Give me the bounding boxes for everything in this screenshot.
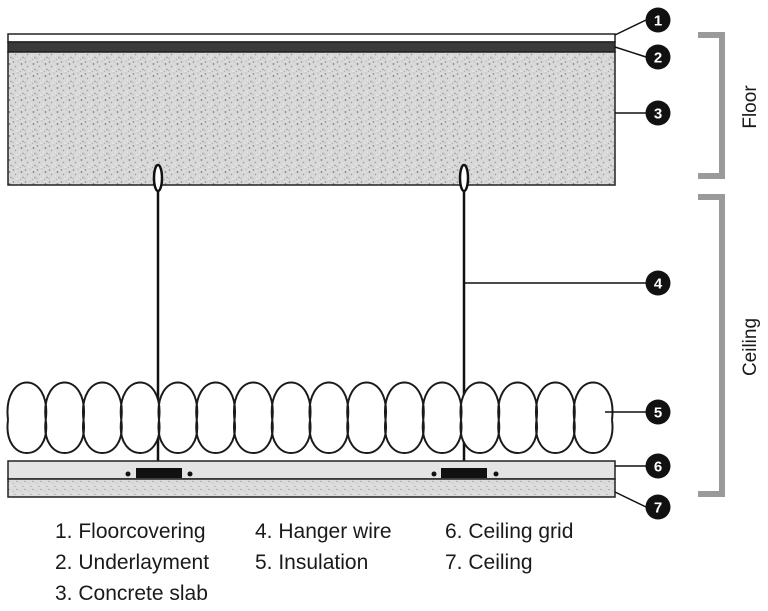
leader-lines [464,19,647,508]
legend: 1. Floorcovering 2. Underlayment 3. Conc… [55,520,573,605]
floorcovering-layer [7,33,616,43]
grid-clip-right [431,468,499,478]
legend-item: 4. Hanger wire [255,520,392,543]
svg-text:1: 1 [654,13,662,30]
callout-4: 4 [645,270,671,296]
concrete-slab-layer [7,51,616,186]
floor-bracket [698,32,725,179]
floor-bracket-label: Floor [740,85,761,129]
legend-item: 3. Concrete slab [55,582,208,605]
ceiling-layer [7,478,616,498]
ceiling-bracket [698,194,725,497]
callout-6: 6 [645,453,671,479]
callout-3: 3 [645,100,671,126]
underlayment-layer [7,41,616,53]
callout-5: 5 [645,399,671,425]
insulation-layer [6,381,614,454]
ceiling-bracket-label: Ceiling [740,318,761,376]
callout-2: 2 [645,44,671,70]
legend-item: 6. Ceiling grid [445,520,573,543]
callout-7: 7 [645,494,671,520]
svg-text:3: 3 [654,106,662,123]
legend-item: 1. Floorcovering [55,520,206,543]
insulation-loops [6,381,614,454]
svg-text:5: 5 [654,405,662,422]
legend-item: 5. Insulation [255,551,368,574]
callout-1: 1 [645,7,671,33]
svg-text:6: 6 [654,459,662,476]
legend-item: 7. Ceiling [445,551,533,574]
svg-text:4: 4 [654,276,663,293]
legend-item: 2. Underlayment [55,551,209,574]
svg-text:2: 2 [654,50,662,67]
svg-text:7: 7 [654,500,662,517]
grid-clip-left [125,468,193,478]
ceiling-grid-layer [7,460,616,480]
